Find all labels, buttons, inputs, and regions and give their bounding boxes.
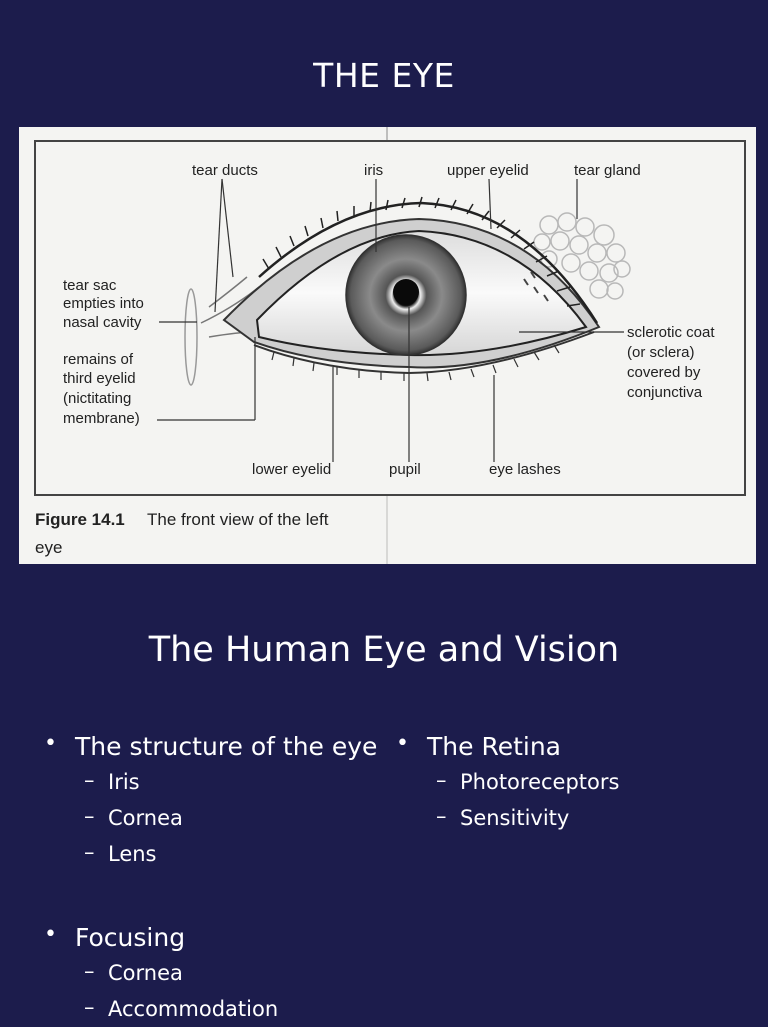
list-item: – Accommodation [44,991,394,1027]
figure-caption-line2: eye [35,538,62,557]
figure-caption-line1: The front view of the left [147,510,329,529]
list-item-text: Sensitivity [460,806,570,830]
list-item: – Lens [44,836,394,872]
dash: – [84,804,95,828]
slide-title: THE EYE [313,56,455,95]
eye-diagram: tear ducts iris upper eyelid tear gland … [34,127,746,564]
label-tear-sac-3: nasal cavity [63,314,142,331]
list-item-text: Cornea [108,961,183,985]
dash: – [436,804,447,828]
retina-list: • The Retina – Photoreceptors – Sensitiv… [396,730,756,836]
label-sclerotic-1: sclerotic coat [627,324,715,341]
list-item: – Iris [44,764,394,800]
list-item: – Cornea [44,955,394,991]
bullet-dot: • [396,731,409,756]
label-iris: iris [364,162,383,179]
list-item: – Photoreceptors [396,764,756,800]
list-item-text: Photoreceptors [460,770,620,794]
label-third-eyelid-3: (nictitating [63,390,131,407]
label-tear-ducts: tear ducts [192,162,258,179]
dash: – [436,768,447,792]
dash: – [84,840,95,864]
bullet-structure: • The structure of the eye [44,730,394,764]
label-third-eyelid-2: third eyelid [63,370,136,387]
label-eye-lashes: eye lashes [489,461,561,478]
label-sclerotic-4: conjunctiva [627,384,703,401]
label-pupil: pupil [389,461,421,478]
slide-subtitle: The Human Eye and Vision [148,630,620,670]
bullet-text: The Retina [427,732,561,761]
dash: – [84,959,95,983]
dash: – [84,995,95,1019]
focusing-list: • Focusing – Cornea – Accommodation [44,921,394,1027]
tear-gland [533,212,631,300]
eye-diagram-figure: tear ducts iris upper eyelid tear gland … [19,127,756,564]
bullet-text: Focusing [75,923,186,952]
label-third-eyelid-1: remains of [63,351,134,368]
label-lower-eyelid: lower eyelid [252,461,331,478]
bullet-dot: • [44,731,57,756]
list-item-text: Lens [108,842,157,866]
label-upper-eyelid: upper eyelid [447,162,529,179]
label-tear-sac-2: empties into [63,295,144,312]
bullet-focusing: • Focusing [44,921,394,955]
bullet-dot: • [44,922,57,947]
dash: – [84,768,95,792]
bullet-text: The structure of the eye [75,732,378,761]
label-sclerotic-3: covered by [627,364,701,381]
label-sclerotic-2: (or sclera) [627,344,695,361]
label-tear-sac-1: tear sac [63,277,117,294]
list-item-text: Cornea [108,806,183,830]
structure-list: • The structure of the eye – Iris – Corn… [44,730,394,872]
label-tear-gland: tear gland [574,162,641,179]
list-item: – Cornea [44,800,394,836]
bullet-retina: • The Retina [396,730,756,764]
label-third-eyelid-4: membrane) [63,410,140,427]
list-item-text: Iris [108,770,140,794]
figure-caption-number: Figure 14.1 [35,510,125,529]
list-item-text: Accommodation [108,997,279,1021]
list-item: – Sensitivity [396,800,756,836]
